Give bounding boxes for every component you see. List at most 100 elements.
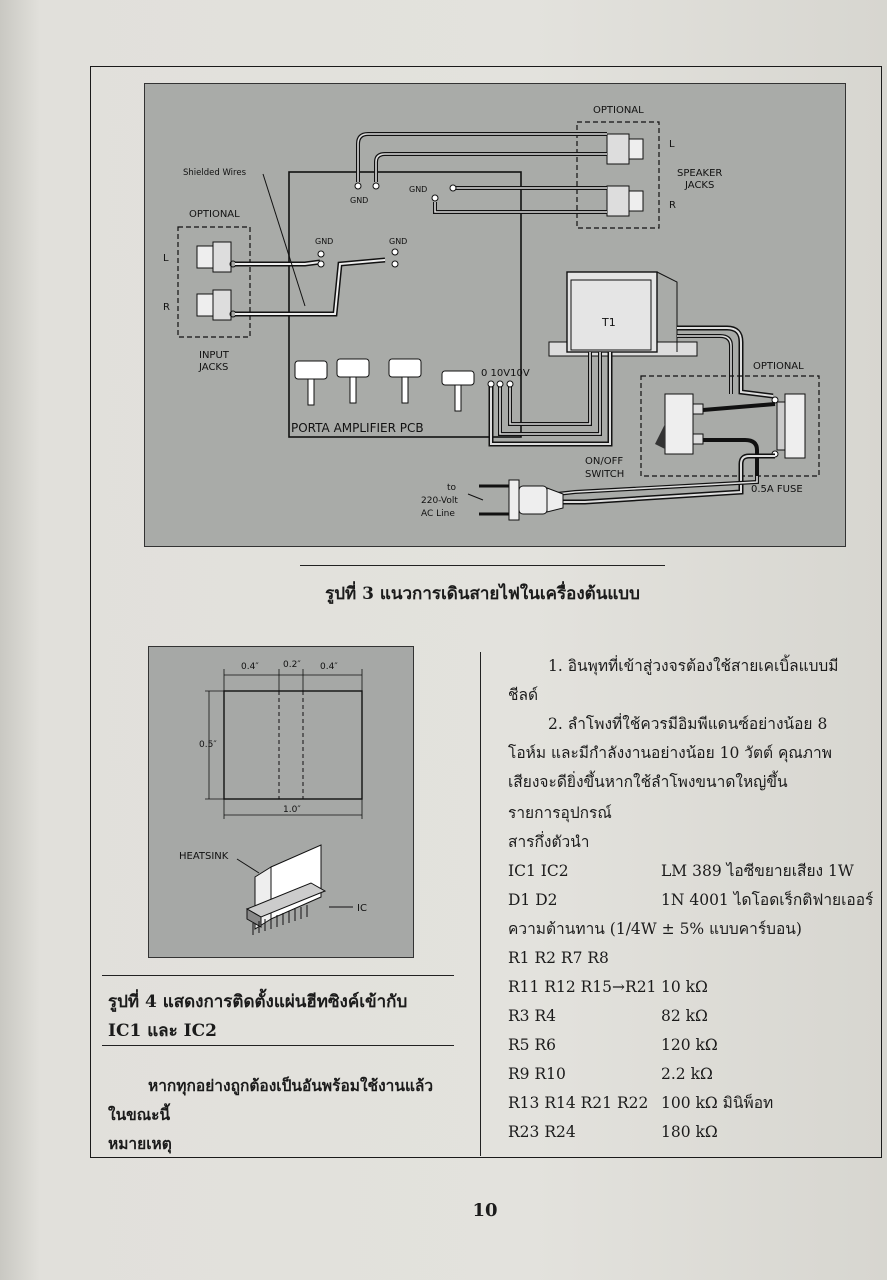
caption4-rule-top (102, 975, 454, 976)
label-heatsink: HEATSINK (179, 851, 229, 862)
figure3-caption: รูปที่ 3 แนวการเดินสายไฟในเครื่องต้นแบบ (300, 565, 665, 609)
part-desc: 1N 4001 ไดโอดเร็กติฟายเออร์ (661, 891, 874, 909)
part-desc: 180 kΩ (661, 1123, 718, 1141)
wiring-diagram-svg: OPTIONAL Shielded Wires OPTIONAL L R INP… (163, 105, 820, 521)
left-note: หากทุกอย่างถูกต้องเป็นอันพร้อมใช้งานแล้ว… (108, 1071, 463, 1158)
heatsink-plate (223, 690, 363, 800)
parts-row: R3 R4 82 kΩ (508, 1002, 876, 1031)
note1-line2: ชีลด์ (508, 686, 539, 704)
figure4-caption-line2: IC1 และ IC2 (108, 1021, 217, 1041)
part-desc: 2.2 kΩ (661, 1065, 713, 1083)
note2-line3: เสียงจะดียิ่งขึ้นหากใช้ลำโพงขนาดใหญ่ขึ้น (508, 773, 788, 791)
part-ref: R3 R4 (508, 1007, 556, 1025)
pcb-potentiometers (294, 358, 475, 412)
label-speaker-jacks-2: JACKS (684, 180, 714, 191)
part-desc: 100 kΩ มินิพ็อท (661, 1094, 774, 1112)
label-shielded-wires: Shielded Wires (183, 168, 247, 178)
page-number: 10 (472, 1200, 498, 1221)
dim-h: 0.5″ (199, 740, 217, 750)
parts-row: R5 R6 120 kΩ (508, 1031, 876, 1060)
label-input-l: L (163, 253, 169, 264)
speaker-jack-l (606, 133, 644, 165)
label-input-jacks-2: JACKS (198, 362, 228, 373)
label-spk-r: R (669, 200, 676, 211)
label-speaker-jacks-1: SPEAKER (677, 168, 722, 179)
heatsink-ic-assembly (245, 844, 327, 935)
parts-row: R11 R12 R15→R21 10 kΩ (508, 973, 876, 1002)
label-ac-2: 220-Volt (421, 496, 458, 506)
label-fuse: 0.5A FUSE (751, 484, 803, 495)
part-ref: R11 R12 R15→R21 (508, 978, 657, 996)
part-ref: IC1 IC2 (508, 862, 569, 880)
content-frame (90, 66, 882, 1158)
left-note-line2: ในขณะนี้ (108, 1105, 171, 1124)
label-spk-l: L (669, 139, 675, 150)
label-ac-1: to (447, 483, 457, 493)
heatsink-diagram: 0.4″ 0.2″ 0.4″ 0.5″ 1.0″ (148, 646, 414, 958)
label-pcb: PORTA AMPLIFIER PCB (291, 421, 424, 435)
left-note-line1: หากทุกอย่างถูกต้องเป็นอันพร้อมใช้งานแล้ว (148, 1076, 434, 1095)
speaker-wire-1 (356, 132, 607, 182)
label-ac-3: AC Line (421, 509, 455, 519)
part-ref: D1 D2 (508, 891, 558, 909)
part-desc: LM 389 ไอซีขยายเสียง 1W (661, 862, 854, 880)
notes-and-parts-list: 1. อินพุทที่เข้าสู่วงจรต้องใช้สายเคเบิ้ล… (508, 652, 876, 1147)
left-note-line3: หมายเหตุ (108, 1134, 172, 1153)
input-optional-box (177, 226, 251, 338)
note1-line1: 1. อินพุทที่เข้าสู่วงจรต้องใช้สายเคเบิ้ล… (548, 657, 839, 675)
dim-a: 0.4″ (241, 662, 259, 672)
speaker-jack-r (606, 185, 644, 217)
dim-c: 0.4″ (320, 662, 338, 672)
part-ref: R23 R24 (508, 1123, 576, 1141)
on-off-switch (655, 393, 704, 455)
wiring-diagram: OPTIONAL Shielded Wires OPTIONAL L R INP… (144, 83, 846, 547)
note2-line1: 2. ลำโพงที่ใช้ควรมีอิมพีแดนซ์อย่างน้อย 8 (548, 715, 828, 733)
part-desc: 82 kΩ (661, 1007, 708, 1025)
label-gnd-4: GND (409, 185, 427, 194)
fuse-holder (771, 393, 806, 459)
label-input-r: R (163, 302, 170, 313)
fuse-optional-box (640, 375, 820, 477)
parts-row: R23 R24 180 kΩ (508, 1118, 876, 1147)
label-optional-input: OPTIONAL (189, 209, 240, 220)
input-wire-r (235, 257, 386, 317)
resistors-first: R1 R2 R7 R8 (508, 949, 609, 967)
part-ref: R9 R10 (508, 1065, 566, 1083)
part-ref: R13 R14 R21 R22 (508, 1094, 649, 1112)
semis-title: สารกึ่งตัวนำ (508, 833, 590, 851)
caption4-rule-bottom (102, 1045, 454, 1046)
label-optional-fuse: OPTIONAL (753, 361, 804, 372)
ac-plug (479, 479, 564, 521)
label-switch-2: SWITCH (585, 469, 624, 480)
part-desc: 120 kΩ (661, 1036, 718, 1054)
label-transformer: T1 (601, 316, 616, 329)
parts-row: IC1 IC2 LM 389 ไอซีขยายเสียง 1W (508, 857, 876, 886)
label-switch-1: ON/OFF (585, 456, 623, 467)
part-desc: 10 kΩ (661, 978, 708, 996)
column-divider (480, 652, 481, 1156)
pcb-outline (288, 171, 522, 438)
dim-w: 1.0″ (283, 805, 301, 815)
input-jack-l (196, 241, 237, 273)
parts-row: R13 R14 R21 R22 100 kΩ มินิพ็อท (508, 1089, 876, 1118)
label-optional-speaker: OPTIONAL (593, 105, 644, 116)
part-ref: R5 R6 (508, 1036, 556, 1054)
heatsink-diagram-svg: 0.4″ 0.2″ 0.4″ 0.5″ 1.0″ (179, 660, 367, 935)
label-taps: 0 10V10V (481, 368, 530, 379)
label-ic: IC (357, 903, 367, 914)
speaker-optional-box (576, 121, 660, 229)
input-jack-r (196, 289, 237, 321)
transformer-t1 (548, 271, 698, 357)
label-input-jacks-1: INPUT (199, 350, 230, 361)
label-gnd-2: GND (389, 237, 407, 246)
label-gnd-1: GND (315, 237, 333, 246)
figure4-caption-line1: รูปที่ 4 แสดงการติดตั้งแผ่นฮีทซิงค์เข้าก… (108, 992, 408, 1012)
dim-b: 0.2″ (283, 660, 301, 670)
label-gnd-3: GND (350, 196, 368, 205)
resistor-title: ความต้านทาน (1/4W ± 5% แบบคาร์บอน) (508, 920, 802, 938)
parts-row: R9 R10 2.2 kΩ (508, 1060, 876, 1089)
parts-row: D1 D2 1N 4001 ไดโอดเร็กติฟายเออร์ (508, 886, 876, 915)
figure4-caption: รูปที่ 4 แสดงการติดตั้งแผ่นฮีทซิงค์เข้าก… (108, 988, 458, 1046)
note2-line2: โอห์ม และมีกำลังงานอย่างน้อย 10 วัตต์ คุ… (508, 744, 832, 762)
parts-title: รายการอุปกรณ์ (508, 804, 612, 822)
